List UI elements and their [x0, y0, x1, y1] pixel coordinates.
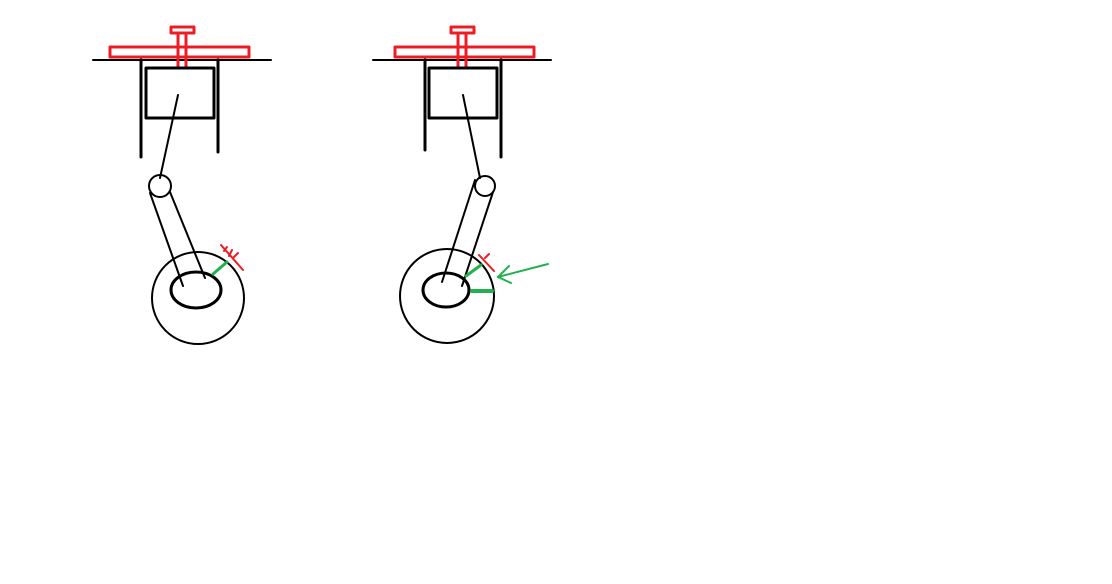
green-arrow: [497, 263, 549, 284]
crank-indicator-left: [211, 260, 229, 276]
piston-right: [427, 66, 499, 120]
crank-journal-right: [421, 271, 471, 309]
connecting-rod-left-b: [169, 191, 206, 279]
crank-marker-right: [478, 253, 495, 272]
piston-rod-right: [462, 94, 481, 179]
piston-left: [144, 66, 216, 120]
crank-journal-left: [169, 270, 223, 310]
valve-cap-right: [449, 25, 476, 35]
crank-wheel-left: [151, 251, 245, 345]
crank-marker-left: [220, 244, 244, 271]
crank-wheel-right: [399, 248, 495, 344]
connecting-rod-right-a: [441, 179, 476, 283]
piston-rod-left: [159, 94, 179, 179]
crank-indicator-right-a: [464, 263, 483, 278]
valve-assembly-right: [393, 25, 536, 69]
wrist-pin-right: [474, 175, 496, 197]
connecting-rod-right-b: [461, 191, 494, 287]
valve-cap-left: [169, 25, 196, 35]
connecting-rod-left-a: [149, 192, 184, 287]
engine-diagram-right: [372, 25, 552, 344]
wrist-pin-left: [148, 174, 172, 198]
engine-diagram-left: [92, 25, 272, 345]
valve-assembly-left: [108, 25, 251, 69]
